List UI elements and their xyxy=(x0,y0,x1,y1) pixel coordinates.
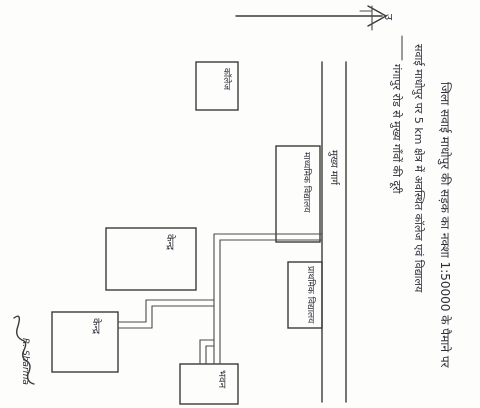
north-arrow-label: उ xyxy=(382,14,395,21)
signature-scribble xyxy=(13,315,35,385)
caption-line-2: सवाई माधोपुर पर 5 km क्षेत्र में अवस्थित… xyxy=(412,44,425,293)
caption-line-1: जिला सवाई माधोपुर की सड़क का नक्शा 1:500… xyxy=(438,82,452,368)
kendra-2-building xyxy=(51,311,119,373)
connecting-lanes xyxy=(117,233,323,365)
school-2-building xyxy=(287,261,323,329)
college-building xyxy=(195,61,239,111)
college-label: कॉलेज xyxy=(221,68,231,91)
bhawan-building xyxy=(179,363,239,405)
north-arrow-icon xyxy=(235,5,387,31)
school-1-building xyxy=(275,145,321,243)
school-1-label: माध्यमिक विद्यालय xyxy=(301,152,311,213)
school-2-label: प्राथमिक विद्यालय xyxy=(305,266,315,324)
kendra-1-building xyxy=(105,227,197,291)
road-label: मुख्य मार्ग xyxy=(328,150,339,186)
kendra-2-label: केन्द्र xyxy=(90,318,101,335)
kendra-1-label: केन्द्र xyxy=(164,234,175,251)
caption-line-3: गंगापुर रोड से मुख्य गाँवों की दूरी xyxy=(390,64,403,194)
signature: R. Sharma xyxy=(20,338,30,385)
main-road xyxy=(321,61,347,403)
bhawan-label: भवन xyxy=(216,370,227,389)
